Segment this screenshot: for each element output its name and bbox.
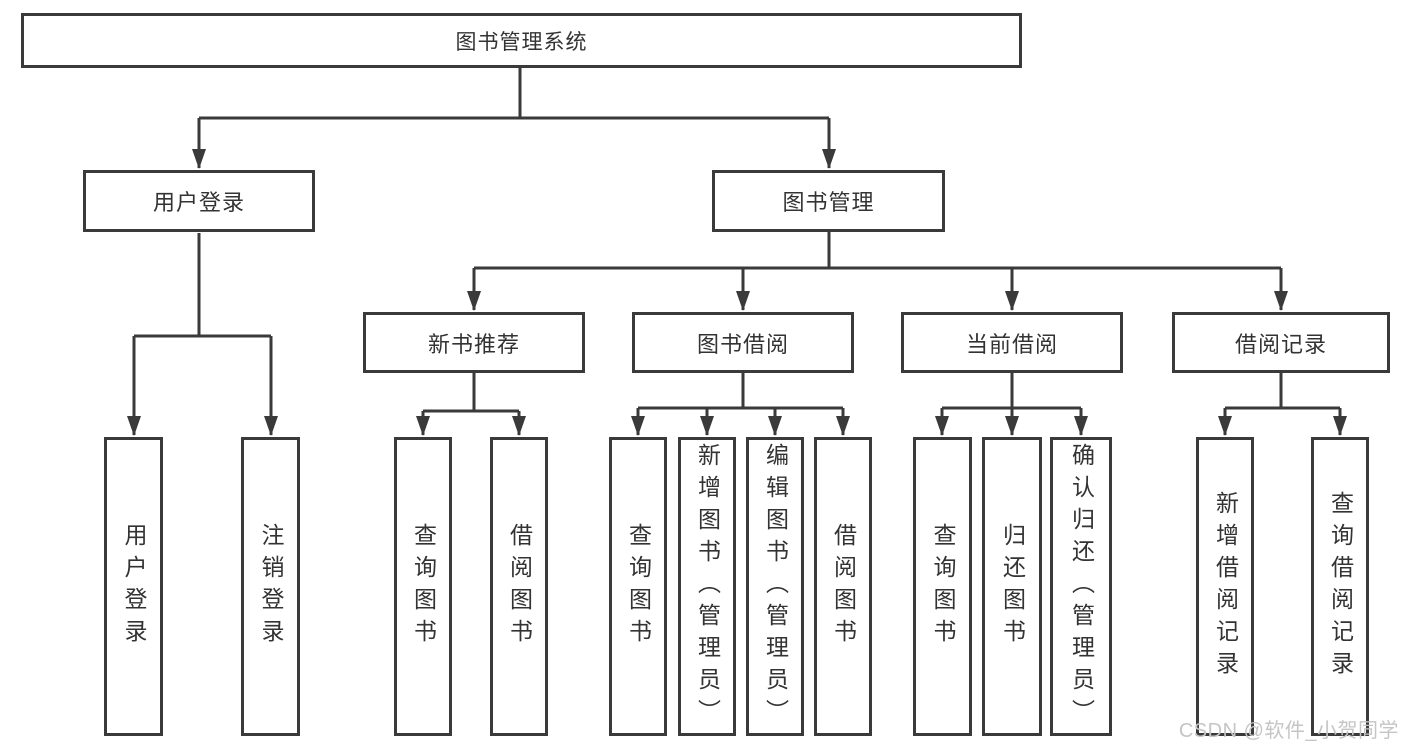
node-book-borrow: 图书借阅 [632, 312, 854, 373]
leaf-add-books-admin: 新增图书（管理员） [678, 437, 736, 736]
leaf-return-books: 归还图书 [982, 437, 1042, 736]
node-book-management: 图书管理 [712, 170, 945, 232]
leaf-query-books-borrow: 查询图书 [609, 437, 667, 736]
node-library-system-root: 图书管理系统 [21, 13, 1022, 68]
leaf-confirm-return-admin-label: 确认归还（管理员） [1068, 442, 1095, 731]
leaf-query-books-current: 查询图书 [913, 437, 972, 736]
leaf-borrow-books: 借阅图书 [814, 437, 872, 736]
leaf-confirm-return-admin: 确认归还（管理员） [1050, 437, 1112, 736]
node-borrow-records: 借阅记录 [1172, 312, 1390, 373]
node-user-login: 用户登录 [83, 170, 315, 232]
leaf-add-borrow-record-label: 新增借阅记录 [1212, 490, 1239, 683]
leaf-query-books-current-label: 查询图书 [930, 522, 956, 651]
leaf-logout: 注销登录 [241, 437, 300, 736]
leaf-query-books-borrow-label: 查询图书 [625, 522, 652, 651]
node-current-borrow: 当前借阅 [901, 312, 1123, 373]
leaf-query-books-recommend-label: 查询图书 [410, 522, 437, 651]
leaf-add-books-admin-label: 新增图书（管理员） [694, 442, 721, 731]
leaf-edit-books-admin-label: 编辑图书（管理员） [762, 442, 789, 731]
leaf-borrow-books-recommend-label: 借阅图书 [506, 522, 533, 651]
leaf-return-books-label: 归还图书 [999, 522, 1026, 651]
leaf-add-borrow-record: 新增借阅记录 [1196, 437, 1254, 736]
leaf-borrow-books-label: 借阅图书 [830, 522, 857, 651]
leaf-query-books-recommend: 查询图书 [394, 437, 452, 736]
node-new-book-recommend: 新书推荐 [363, 312, 585, 373]
leaf-edit-books-admin: 编辑图书（管理员） [746, 437, 804, 736]
leaf-user-login: 用户登录 [104, 437, 163, 736]
watermark: CSDN @软件_小贺同学 [1178, 720, 1399, 742]
leaf-borrow-books-recommend: 借阅图书 [490, 437, 548, 736]
leaf-logout-label: 注销登录 [258, 522, 284, 651]
leaf-query-borrow-record-label: 查询借阅记录 [1327, 490, 1354, 683]
leaf-user-login-label: 用户登录 [121, 522, 147, 651]
leaf-query-borrow-record: 查询借阅记录 [1311, 437, 1369, 736]
